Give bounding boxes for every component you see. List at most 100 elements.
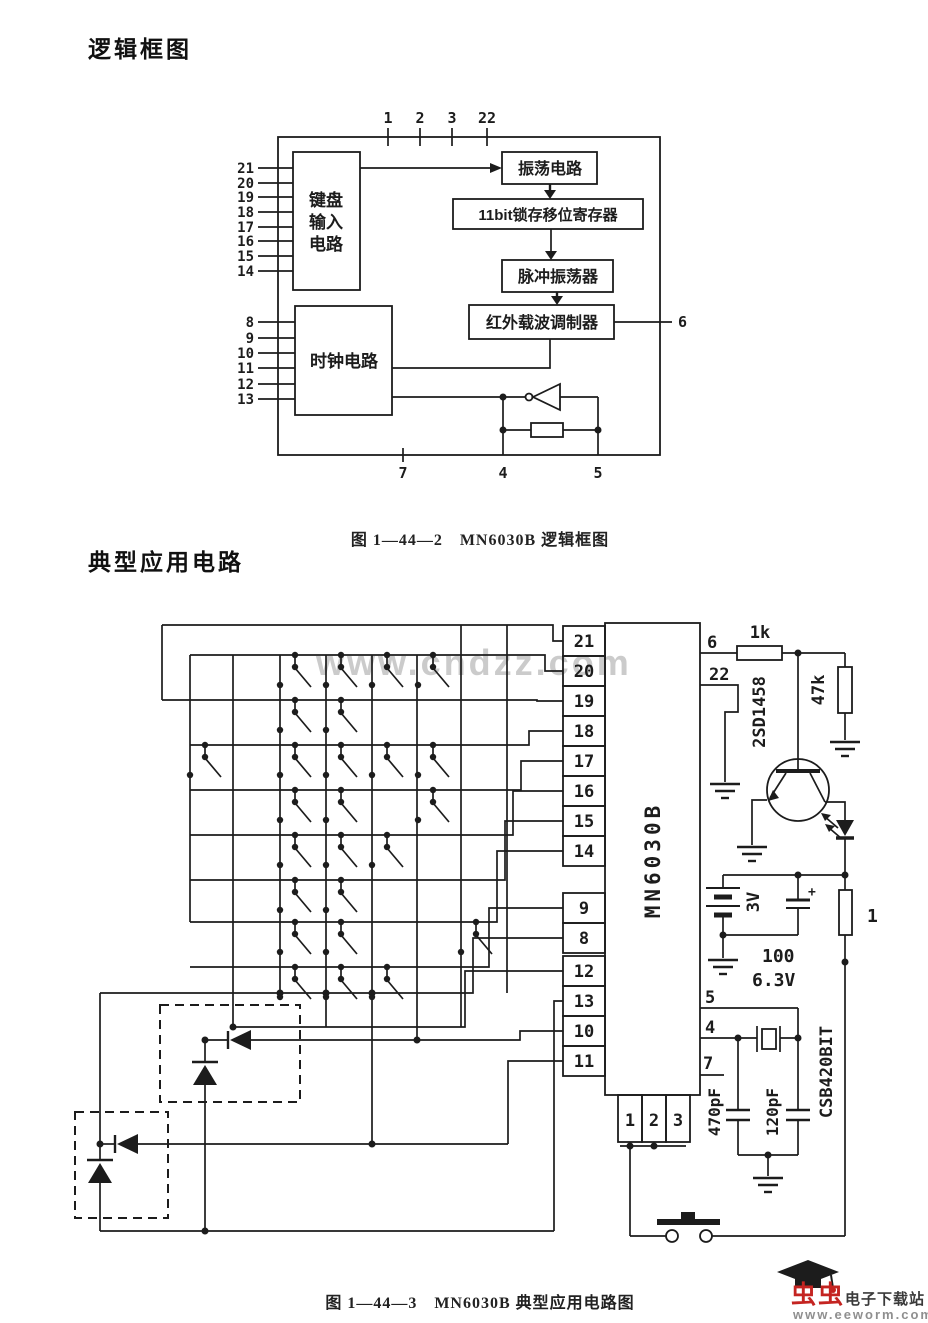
resistor-icon	[530, 422, 564, 438]
site-url: www.eeworm.com	[793, 1307, 928, 1322]
bd-pin-5: 5	[593, 464, 602, 482]
electrolytic-cap-icon: +	[786, 875, 816, 935]
transistor-label: 2SD1458	[750, 676, 770, 748]
svg-text:1: 1	[625, 1111, 635, 1131]
svg-text:9: 9	[579, 899, 589, 919]
bd-pin-15: 15	[237, 249, 254, 265]
ic-label: MN6030B	[641, 802, 665, 919]
bd-pin-7: 7	[398, 464, 407, 482]
battery-icon	[706, 875, 740, 935]
graduation-cap-icon	[777, 1260, 839, 1293]
svg-text:键盘: 键盘	[309, 190, 343, 210]
resistor-led-label: 1	[867, 906, 878, 927]
svg-text:11: 11	[574, 1052, 594, 1072]
bd-pin-6: 6	[678, 313, 687, 331]
resistor-1k-label: 1k	[750, 623, 770, 643]
cap-filter-label-2: 6.3V	[752, 970, 796, 991]
bd-pin-8: 8	[246, 315, 254, 331]
bd-pin-4: 4	[498, 464, 507, 482]
section-heading-logic: 逻辑框图	[88, 36, 192, 62]
svg-text:4: 4	[705, 1018, 715, 1038]
resistor-47k-label: 47k	[809, 675, 829, 706]
key-matrix-rows	[100, 624, 563, 1028]
bd-pin-21: 21	[237, 161, 254, 177]
bd-block-ir-modulator: 红外载波调制器	[468, 304, 615, 340]
diode-icon	[113, 1132, 140, 1156]
bd-block-oscillator: 振荡电路	[501, 151, 598, 185]
bd-pin-12: 12	[237, 377, 254, 393]
ic-right-pin-labels: 6 22 5 4 7	[703, 633, 729, 1074]
brand-name: 虫虫	[791, 1281, 846, 1309]
svg-text:输入: 输入	[309, 212, 343, 232]
diode-icon	[226, 1028, 253, 1052]
diode-icon	[85, 1158, 115, 1185]
svg-text:14: 14	[574, 842, 594, 862]
cap-filter-label-1: 100	[762, 946, 795, 967]
ground-icon	[828, 740, 862, 758]
svg-text:脉冲振荡器: 脉冲振荡器	[517, 267, 599, 286]
resistor-47k-icon	[837, 666, 853, 714]
svg-text:10: 10	[574, 1022, 594, 1042]
logic-block-diagram: 1 2 3 22 21 20 19 18 17 16 15 14	[237, 109, 687, 482]
bd-left-pins-upper: 21 20 19 18 17 16 15 14	[237, 161, 293, 280]
ic-left-pin-boxes: 21 20 19 18 17 16 15 14 9 8 12 13 10 11	[562, 625, 606, 1077]
svg-text:21: 21	[574, 632, 594, 652]
bd-bottom-pins: 7 4 5	[398, 448, 603, 482]
ground-icon	[735, 845, 769, 863]
resonator-section: 470pF 120pF CSB420BIT	[700, 1007, 837, 1194]
svg-text:时钟电路: 时钟电路	[310, 351, 379, 371]
ir-led-icon	[821, 813, 854, 890]
svg-text:20: 20	[574, 662, 594, 682]
svg-text:3: 3	[673, 1111, 683, 1131]
bd-inverter-resistor	[499, 382, 602, 455]
cap-120pf-label: 120pF	[763, 1088, 782, 1136]
bd-block-clock: 时钟电路	[294, 305, 393, 416]
bd-connections: 6	[360, 163, 687, 398]
svg-text:18: 18	[574, 722, 594, 742]
diode-box-1	[159, 1004, 563, 1231]
svg-text:2: 2	[649, 1111, 659, 1131]
bd-pin-9: 9	[246, 331, 254, 347]
ic-mn6030b: MN6030B 21 20 19 18 17 16 15	[562, 622, 701, 1143]
diode-box-2	[74, 993, 508, 1231]
svg-text:+: +	[808, 885, 816, 900]
bd-top-pins: 1 2 3 22	[383, 109, 496, 146]
site-name: 电子下载站	[845, 1291, 926, 1308]
ic-bottom-pin-boxes: 1 2 3	[617, 1094, 691, 1143]
bd-pin-14: 14	[237, 264, 254, 280]
bd-pin-17: 17	[237, 220, 254, 236]
bd-pin-13: 13	[237, 392, 254, 408]
ground-icon	[751, 1176, 785, 1194]
bd-pin-22: 22	[478, 109, 496, 127]
bd-pin-3: 3	[447, 109, 456, 127]
ground-icon	[708, 782, 742, 800]
bottom-routing	[100, 1000, 563, 1235]
svg-text:振荡电路: 振荡电路	[518, 159, 583, 178]
svg-text:22: 22	[709, 665, 729, 685]
resonator-label: CSB420BIT	[817, 1026, 837, 1118]
bd-pin-20: 20	[237, 176, 254, 192]
battery-label: 3V	[744, 892, 764, 912]
section-heading-application: 典型应用电路	[88, 549, 244, 575]
figure-caption-application: 图 1—44—3 MN6030B 典型应用电路图	[325, 1295, 635, 1312]
cap-120pf-icon	[786, 1038, 810, 1155]
svg-text:19: 19	[574, 692, 594, 712]
transistor-icon	[766, 758, 830, 822]
bd-block-pulse-oscillator: 脉冲振荡器	[501, 259, 614, 293]
cap-470pf-label: 470pF	[705, 1088, 724, 1136]
svg-text:17: 17	[574, 752, 594, 772]
svg-text:5: 5	[705, 988, 715, 1008]
resistor-led-icon	[838, 889, 853, 936]
power-section: 3V + 100 6.3V	[706, 871, 849, 991]
watermark-text: www.cndzz.com	[316, 642, 632, 683]
bd-pin-16: 16	[237, 234, 254, 250]
svg-text:8: 8	[579, 929, 589, 949]
application-circuit-diagram: MN6030B 21 20 19 18 17 16 15	[74, 622, 878, 1243]
svg-text:16: 16	[574, 782, 594, 802]
ground-icon	[706, 958, 740, 976]
svg-text:13: 13	[574, 992, 594, 1012]
svg-text:11bit锁存移位寄存器: 11bit锁存移位寄存器	[478, 206, 618, 224]
bd-block-shift-register: 11bit锁存移位寄存器	[452, 198, 644, 230]
diode-icon	[190, 1060, 220, 1087]
